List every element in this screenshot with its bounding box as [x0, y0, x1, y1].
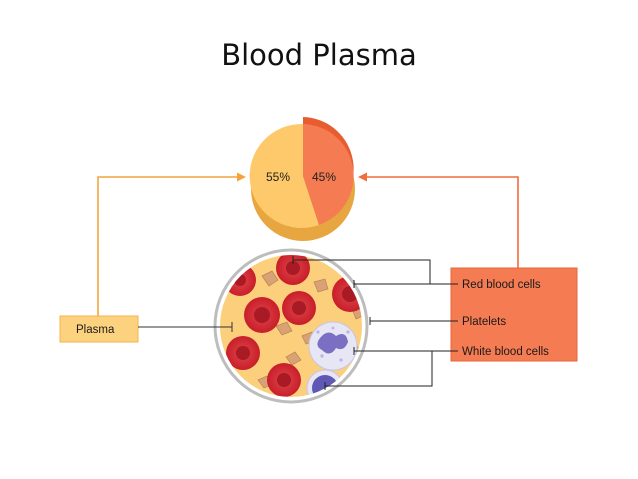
white-blood-cells-label: White blood cells [462, 346, 549, 358]
cells-box: Red blood cells Platelets White blood ce… [450, 267, 578, 362]
cells-percent: 45% [312, 170, 336, 184]
pie-slice-cells [303, 124, 354, 225]
plasma-percent: 55% [266, 170, 290, 184]
cells-arrow [358, 172, 519, 268]
page-title: Blood Plasma [221, 38, 417, 72]
leader-lines [292, 256, 458, 390]
white-blood-cell [308, 321, 358, 371]
pie-chart: 55% 45% [249, 117, 355, 241]
plasma-arrow [97, 172, 246, 316]
blood-sample-circle [213, 248, 369, 404]
plasma-box: Plasma [59, 315, 233, 343]
pie-slice-plasma [249, 123, 319, 228]
plasma-label: Plasma [76, 324, 115, 336]
red-blood-cells-label: Red blood cells [462, 279, 541, 291]
platelets-label: Platelets [462, 316, 506, 328]
